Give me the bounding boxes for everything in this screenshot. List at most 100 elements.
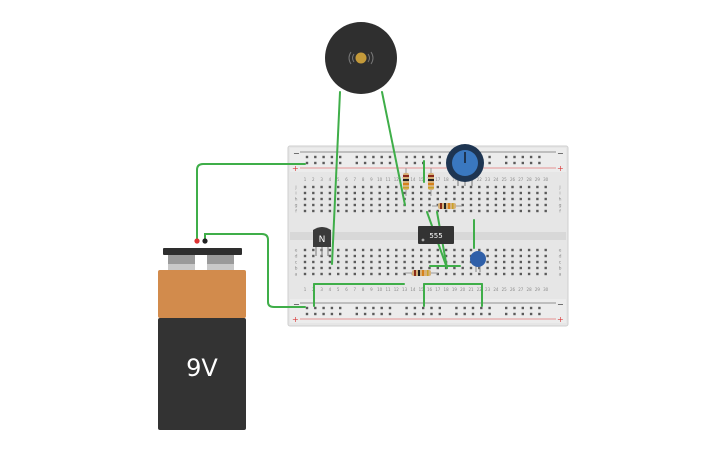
breadboard-hole[interactable]	[480, 306, 483, 310]
breadboard-hole[interactable]	[363, 161, 367, 165]
breadboard-hole[interactable]	[505, 312, 508, 316]
breadboard-hole[interactable]	[312, 260, 315, 264]
breadboard-hole[interactable]	[386, 185, 390, 189]
breadboard-hole[interactable]	[494, 197, 498, 201]
breadboard-hole[interactable]	[453, 266, 456, 270]
breadboard-hole[interactable]	[320, 260, 323, 264]
breadboard-hole[interactable]	[471, 306, 475, 310]
breadboard-hole[interactable]	[511, 260, 514, 264]
breadboard-hole[interactable]	[345, 272, 348, 276]
breadboard-hole[interactable]	[486, 191, 489, 195]
breadboard-hole[interactable]	[478, 248, 481, 252]
breadboard-hole[interactable]	[527, 209, 531, 213]
breadboard-hole[interactable]	[486, 248, 489, 252]
breadboard-hole[interactable]	[322, 155, 325, 159]
breadboard-hole[interactable]	[312, 203, 315, 207]
breadboard-hole[interactable]	[486, 185, 489, 189]
breadboard-hole[interactable]	[337, 185, 340, 189]
breadboard-hole[interactable]	[378, 272, 381, 276]
breadboard-hole[interactable]	[529, 155, 533, 159]
breadboard-hole[interactable]	[469, 209, 473, 213]
breadboard-hole[interactable]	[403, 209, 406, 213]
breadboard-hole[interactable]	[461, 272, 464, 276]
breadboard-hole[interactable]	[511, 191, 514, 195]
breadboard-hole[interactable]	[312, 209, 315, 213]
breadboard-hole[interactable]	[505, 161, 508, 165]
breadboard-hole[interactable]	[372, 155, 375, 159]
breadboard-hole[interactable]	[403, 191, 406, 195]
breadboard-hole[interactable]	[370, 191, 373, 195]
breadboard-holes[interactable]	[303, 155, 547, 316]
breadboard-hole[interactable]	[494, 266, 498, 270]
breadboard-hole[interactable]	[436, 197, 439, 201]
battery-9v[interactable]: 9V	[158, 238, 246, 430]
breadboard-hole[interactable]	[339, 312, 342, 316]
breadboard-hole[interactable]	[527, 197, 531, 201]
breadboard-hole[interactable]	[544, 266, 547, 270]
wire-buzzer-left[interactable]	[331, 91, 341, 265]
breadboard-hole[interactable]	[436, 272, 439, 276]
breadboard-hole[interactable]	[355, 155, 358, 159]
breadboard-hole[interactable]	[320, 272, 323, 276]
breadboard-hole[interactable]	[513, 306, 516, 310]
breadboard-hole[interactable]	[529, 312, 533, 316]
breadboard-hole[interactable]	[544, 197, 547, 201]
breadboard-hole[interactable]	[337, 197, 340, 201]
breadboard-hole[interactable]	[411, 209, 415, 213]
breadboard-hole[interactable]	[503, 191, 506, 195]
breadboard-hole[interactable]	[388, 306, 392, 310]
breadboard-hole[interactable]	[320, 191, 323, 195]
breadboard-hole[interactable]	[339, 306, 342, 310]
breadboard-hole[interactable]	[486, 209, 489, 213]
breadboard-hole[interactable]	[436, 260, 439, 264]
breadboard-hole[interactable]	[312, 266, 315, 270]
breadboard-hole[interactable]	[312, 254, 315, 258]
breadboard-hole[interactable]	[380, 155, 383, 159]
breadboard-hole[interactable]	[372, 312, 375, 316]
breadboard-hole[interactable]	[337, 254, 340, 258]
breadboard-hole[interactable]	[322, 306, 325, 310]
breadboard-hole[interactable]	[519, 248, 522, 252]
breadboard-hole[interactable]	[378, 185, 381, 189]
breadboard-hole[interactable]	[353, 254, 356, 258]
breadboard-hole[interactable]	[428, 191, 431, 195]
breadboard-hole[interactable]	[428, 248, 431, 252]
breadboard-hole[interactable]	[413, 306, 417, 310]
breadboard-hole[interactable]	[461, 254, 464, 258]
breadboard-hole[interactable]	[380, 312, 383, 316]
breadboard-hole[interactable]	[380, 306, 383, 310]
breadboard-hole[interactable]	[330, 306, 334, 310]
breadboard-hole[interactable]	[453, 209, 456, 213]
breadboard-hole[interactable]	[527, 260, 531, 264]
breadboard-hole[interactable]	[361, 197, 365, 201]
breadboard-hole[interactable]	[469, 191, 473, 195]
breadboard-hole[interactable]	[361, 266, 365, 270]
breadboard-hole[interactable]	[386, 260, 390, 264]
breadboard-hole[interactable]	[486, 203, 489, 207]
breadboard-hole[interactable]	[536, 254, 539, 258]
breadboard-hole[interactable]	[411, 260, 415, 264]
breadboard-hole[interactable]	[455, 306, 458, 310]
breadboard-hole[interactable]	[438, 306, 441, 310]
breadboard-hole[interactable]	[503, 209, 506, 213]
breadboard-hole[interactable]	[461, 209, 464, 213]
breadboard-hole[interactable]	[461, 266, 464, 270]
breadboard-hole[interactable]	[521, 155, 524, 159]
breadboard-hole[interactable]	[403, 266, 406, 270]
capacitor[interactable]	[470, 251, 486, 272]
breadboard-hole[interactable]	[355, 312, 358, 316]
breadboard-hole[interactable]	[505, 306, 508, 310]
breadboard-hole[interactable]	[486, 266, 489, 270]
breadboard-hole[interactable]	[486, 260, 489, 264]
breadboard-hole[interactable]	[312, 197, 315, 201]
breadboard-hole[interactable]	[453, 185, 456, 189]
breadboard-hole[interactable]	[511, 209, 514, 213]
breadboard-hole[interactable]	[353, 248, 356, 252]
breadboard-hole[interactable]	[430, 155, 433, 159]
breadboard-hole[interactable]	[536, 191, 539, 195]
breadboard-hole[interactable]	[436, 203, 439, 207]
breadboard-hole[interactable]	[378, 197, 381, 201]
breadboard-hole[interactable]	[303, 191, 307, 195]
breadboard-hole[interactable]	[436, 254, 439, 258]
potentiometer[interactable]	[446, 144, 484, 186]
